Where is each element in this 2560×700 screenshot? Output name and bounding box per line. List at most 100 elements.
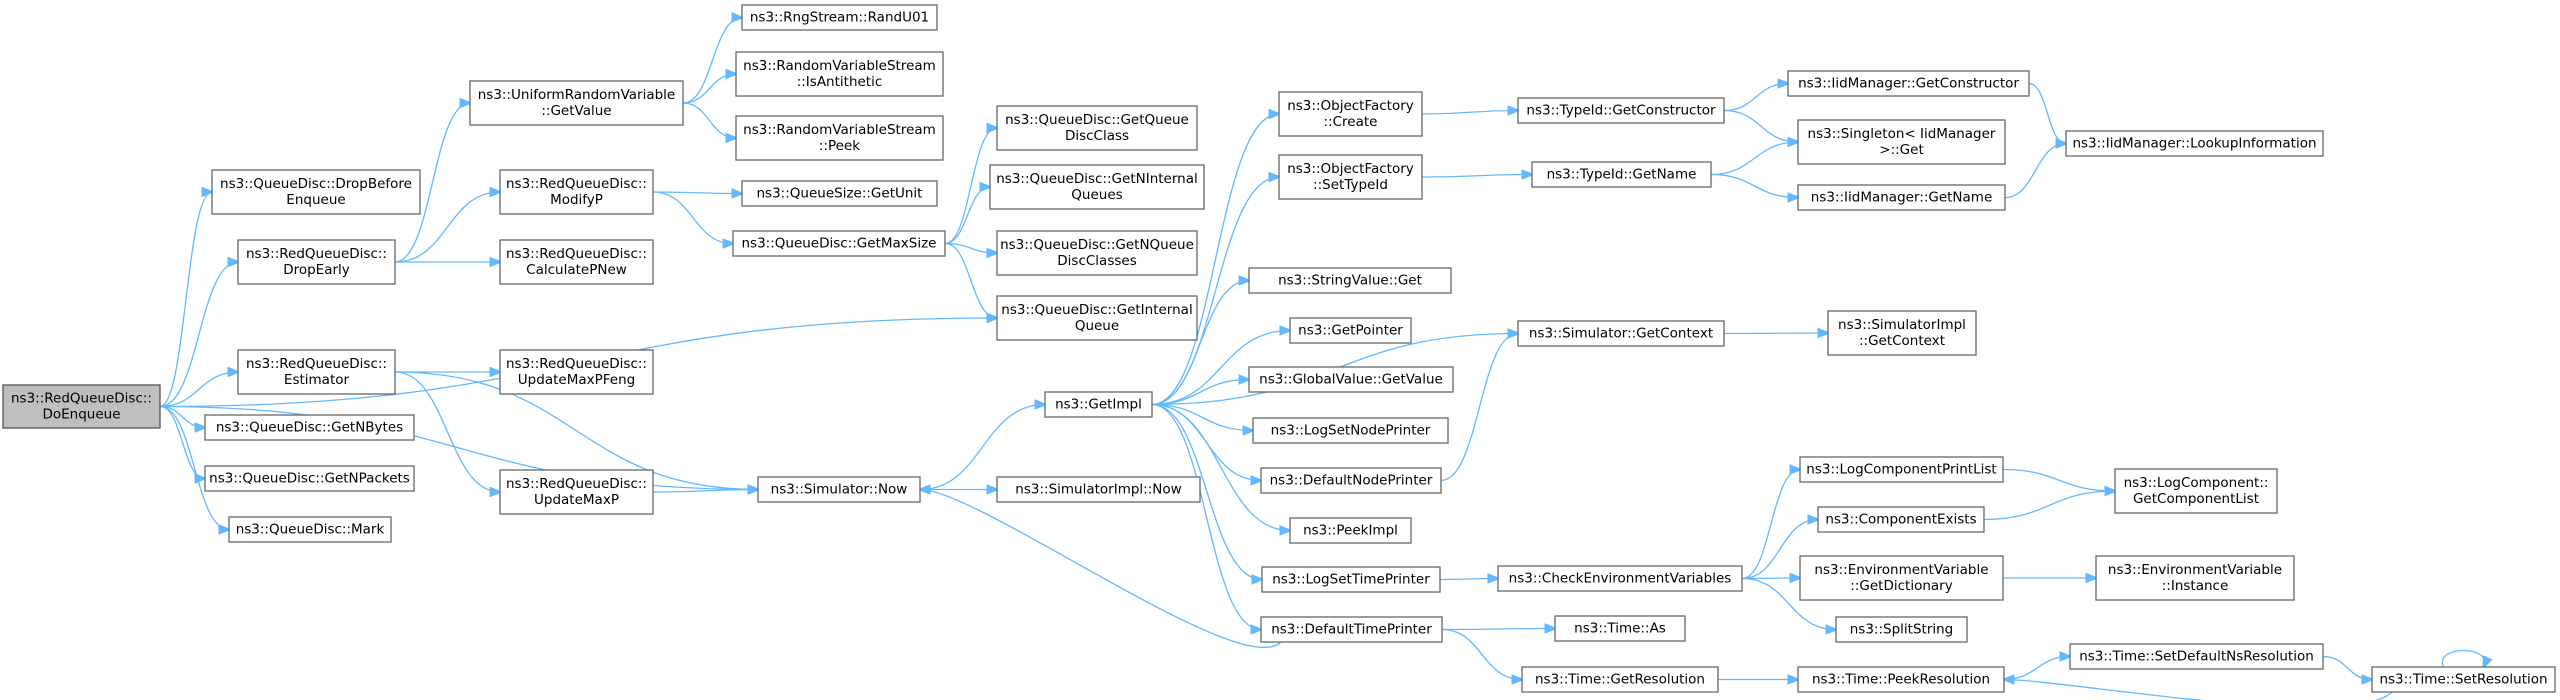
node-label: ns3::QueueSize::GetUnit xyxy=(757,186,923,202)
node-sim-impl-get-context[interactable]: ns3::SimulatorImpl::GetContext xyxy=(1827,310,1977,356)
node-label: ModifyP xyxy=(550,192,603,208)
node-time-as[interactable]: ns3::Time::As xyxy=(1554,615,1686,642)
node-label: ns3::QueueDisc::GetNQueue xyxy=(1000,237,1194,253)
node-label: ns3::EnvironmentVariable xyxy=(1814,562,1988,578)
edge-check-env-vars-to-env-var-get-dictionary xyxy=(1741,578,1800,579)
node-component-exists[interactable]: ns3::ComponentExists xyxy=(1817,506,1985,533)
node-box xyxy=(2,384,161,429)
edge-do-enqueue-to-get-npackets xyxy=(159,405,205,479)
node-env-var-instance[interactable]: ns3::EnvironmentVariable::Instance xyxy=(2095,555,2295,601)
node-drop-early[interactable]: ns3::RedQueueDisc::DropEarly xyxy=(237,239,396,285)
node-uniform-get-value[interactable]: ns3::UniformRandomVariable::GetValue xyxy=(469,80,684,126)
node-global-value-get-value[interactable]: ns3::GlobalValue::GetValue xyxy=(1248,366,1454,393)
node-log-component-print-list[interactable]: ns3::LogComponentPrintList xyxy=(1799,456,2004,483)
node-label: ns3::QueueDisc::GetNInternal xyxy=(996,171,1198,187)
edge-default-time-printer-to-time-as xyxy=(1441,629,1555,630)
node-box xyxy=(1278,154,1423,200)
node-label: DiscClass xyxy=(1065,128,1129,144)
edge-log-set-time-printer-to-check-env-vars xyxy=(1439,579,1498,580)
node-label: ns3::RandomVariableStream xyxy=(743,122,936,138)
node-peek-impl[interactable]: ns3::PeekImpl xyxy=(1289,517,1412,544)
node-set-resolution[interactable]: ns3::Time::SetResolution xyxy=(2371,666,2556,693)
node-box xyxy=(1835,616,1968,643)
node-is-antithetic[interactable]: ns3::RandomVariableStream::IsAntithetic xyxy=(735,51,944,97)
node-label: ns3::GetImpl xyxy=(1055,397,1142,413)
node-box xyxy=(1797,119,2006,165)
node-ofcreate[interactable]: ns3::ObjectFactory::Create xyxy=(1278,91,1423,137)
node-box xyxy=(1521,666,1719,693)
edge-get-impl-to-log-set-node-printer xyxy=(1151,403,1253,431)
node-default-node-printer[interactable]: ns3::DefaultNodePrinter xyxy=(1260,467,1442,494)
node-get-unit[interactable]: ns3::QueueSize::GetUnit xyxy=(741,180,938,207)
node-label: ns3::PeekImpl xyxy=(1303,523,1398,539)
node-label: ns3::LogComponent:: xyxy=(2124,475,2269,491)
edge-default-time-printer-to-time-get-resolution xyxy=(1441,628,1522,680)
node-box xyxy=(732,230,946,257)
node-check-env-vars[interactable]: ns3::CheckEnvironmentVariables xyxy=(1497,565,1743,592)
node-label: ns3::QueueDisc::GetInternal xyxy=(1001,302,1192,318)
node-iid-mgr-get-constructor[interactable]: ns3::IidManager::GetConstructor xyxy=(1787,70,2030,97)
node-get-pointer[interactable]: ns3::GetPointer xyxy=(1289,317,1412,344)
node-type-id-get-constructor[interactable]: ns3::TypeId::GetConstructor xyxy=(1517,97,1725,124)
node-get-npackets[interactable]: ns3::QueueDisc::GetNPackets xyxy=(204,465,415,492)
node-label: ns3::RandomVariableStream xyxy=(743,58,936,74)
node-box xyxy=(996,476,1201,503)
edge-do-enqueue-to-estimator xyxy=(159,372,238,408)
node-peek[interactable]: ns3::RandomVariableStream::Peek xyxy=(735,115,944,161)
edge-get-max-size-to-get-ninternal-queues xyxy=(944,187,990,245)
node-rand-u01[interactable]: ns3::RngStream::RandU01 xyxy=(741,4,938,31)
edge-do-enqueue-to-mark xyxy=(159,405,229,530)
node-get-impl[interactable]: ns3::GetImpl xyxy=(1044,391,1153,418)
node-time-get-resolution[interactable]: ns3::Time::GetResolution xyxy=(1521,666,1719,693)
node-label: ns3::GetPointer xyxy=(1298,323,1403,339)
node-box xyxy=(1260,616,1443,643)
node-modify-p[interactable]: ns3::RedQueueDisc::ModifyP xyxy=(499,169,654,215)
node-mark[interactable]: ns3::QueueDisc::Mark xyxy=(228,516,392,543)
node-box xyxy=(757,476,921,503)
node-type-id-get-name[interactable]: ns3::TypeId::GetName xyxy=(1531,161,1712,188)
node-label: ns3::RedQueueDisc:: xyxy=(506,246,647,262)
node-box xyxy=(2114,468,2278,514)
edge-set-resolution-to-set-resolution xyxy=(2441,649,2484,668)
node-log-set-node-printer[interactable]: ns3::LogSetNodePrinter xyxy=(1252,417,1449,444)
node-time-peek-resolution[interactable]: ns3::Time::PeekResolution xyxy=(1797,666,2005,693)
node-estimator[interactable]: ns3::RedQueueDisc::Estimator xyxy=(237,349,396,395)
node-env-var-get-dictionary[interactable]: ns3::EnvironmentVariable::GetDictionary xyxy=(1799,555,2004,601)
node-box xyxy=(989,164,1205,210)
node-calculate-pnew[interactable]: ns3::RedQueueDisc::CalculatePNew xyxy=(499,239,654,285)
edge-get-impl-to-ofcreate xyxy=(1151,114,1279,406)
node-box xyxy=(204,465,415,492)
node-sim-get-context[interactable]: ns3::Simulator::GetContext xyxy=(1517,320,1725,347)
node-box xyxy=(499,239,654,285)
node-ofset-type-id[interactable]: ns3::ObjectFactory::SetTypeId xyxy=(1278,154,1423,200)
node-string-value-get[interactable]: ns3::StringValue::Get xyxy=(1248,267,1452,294)
node-sim-impl-now[interactable]: ns3::SimulatorImpl::Now xyxy=(996,476,1201,503)
node-set-default-ns-resolution[interactable]: ns3::Time::SetDefaultNsResolution xyxy=(2069,643,2324,670)
node-log-set-time-printer[interactable]: ns3::LogSetTimePrinter xyxy=(1261,566,1441,593)
node-box xyxy=(1787,70,2030,97)
node-label: ns3::ObjectFactory xyxy=(1287,161,1414,177)
node-box xyxy=(1817,506,1985,533)
edge-update-max-p-to-sim-now xyxy=(652,490,758,493)
edge-get-impl-to-global-value-get-value xyxy=(1151,380,1249,406)
node-split-string[interactable]: ns3::SplitString xyxy=(1835,616,1968,643)
node-default-time-printer[interactable]: ns3::DefaultTimePrinter xyxy=(1260,616,1443,643)
node-iid-mgr-lookup-information[interactable]: ns3::IidManager::LookupInformation xyxy=(2065,130,2324,157)
node-update-max-p[interactable]: ns3::RedQueueDisc::UpdateMaxP xyxy=(499,469,654,515)
node-singleton-get[interactable]: ns3::Singleton< IidManager>::Get xyxy=(1797,119,2006,165)
node-do-enqueue[interactable]: ns3::RedQueueDisc::DoEnqueue xyxy=(2,384,161,429)
edge-do-enqueue-to-drop-before-enqueue xyxy=(159,192,212,408)
node-iid-mgr-get-name[interactable]: ns3::IidManager::GetName xyxy=(1797,184,2006,211)
node-update-max-pfeng[interactable]: ns3::RedQueueDisc::UpdateMaxPFeng xyxy=(499,349,654,395)
node-sim-now[interactable]: ns3::Simulator::Now xyxy=(757,476,921,503)
node-label: ns3::QueueDisc::DropBefore xyxy=(220,176,412,192)
node-get-nbytes[interactable]: ns3::QueueDisc::GetNBytes xyxy=(204,414,415,441)
node-get-component-list[interactable]: ns3::LogComponent::GetComponentList xyxy=(2114,468,2278,514)
node-get-max-size[interactable]: ns3::QueueDisc::GetMaxSize xyxy=(732,230,946,257)
